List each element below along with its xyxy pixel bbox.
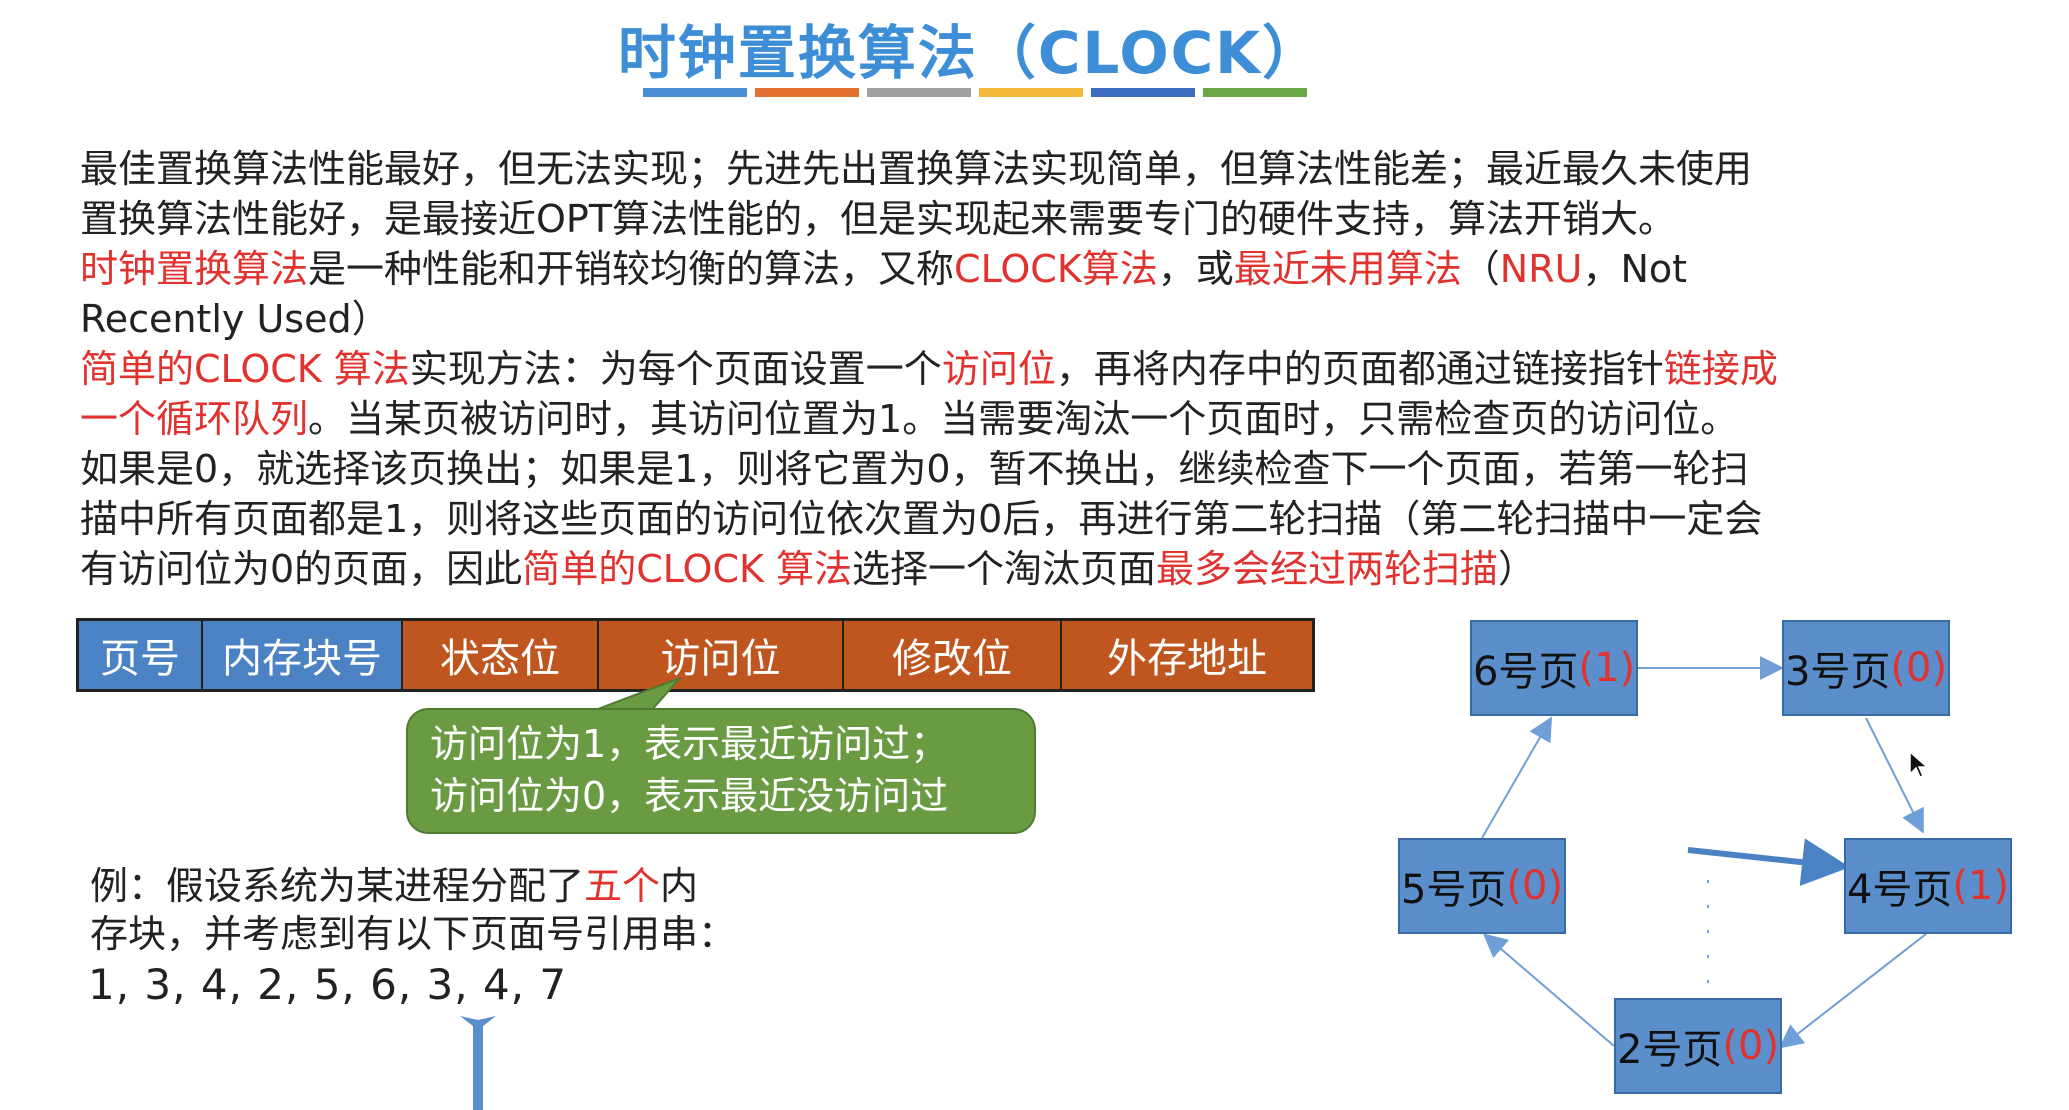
term-circular-queue: 一个循环队列 bbox=[80, 397, 309, 441]
term-clock-algorithm: CLOCK算法 bbox=[954, 247, 1158, 291]
slide-title: 时钟置换算法（CLOCK） bbox=[617, 19, 1323, 87]
underline-segment bbox=[755, 88, 859, 97]
method-text: ） bbox=[1498, 547, 1537, 591]
definition-text: ，或 bbox=[1157, 247, 1234, 291]
example-suffix: 内 bbox=[660, 864, 699, 908]
method-text: 选择一个淘汰页面 bbox=[851, 547, 1156, 591]
example-line-2: 存块，并考虑到有以下页面号引用串： bbox=[90, 912, 737, 956]
page-node-4: 4号页(1) bbox=[1844, 838, 2012, 934]
term-clock-replacement: 时钟置换算法 bbox=[80, 247, 309, 291]
underline-segment bbox=[867, 88, 971, 97]
page-label: 3号页 bbox=[1784, 649, 1891, 695]
access-bit-callout: 访问位为1，表示最近访问过； 访问位为0，表示最近没访问过 bbox=[406, 708, 1036, 834]
mouse-cursor-icon bbox=[1909, 750, 1929, 778]
page-node-2: 2号页(0) bbox=[1614, 998, 1782, 1094]
underline-segment bbox=[1203, 88, 1307, 97]
page-node-6: 6号页(1) bbox=[1470, 620, 1638, 716]
ref-arrow-head bbox=[460, 1016, 496, 1030]
access-bit-value: (0) bbox=[1890, 645, 1948, 691]
intro-line-1: 最佳置换算法性能最好，但无法实现；先进先出置换算法实现简单，但算法性能差；最近最… bbox=[80, 147, 1753, 191]
intro-paragraph: 最佳置换算法性能最好，但无法实现；先进先出置换算法实现简单，但算法性能差；最近最… bbox=[80, 144, 1960, 244]
method-text: 有访问位为0的页面，因此 bbox=[80, 547, 523, 591]
underline-segment bbox=[979, 88, 1083, 97]
field-external-address: 外存地址 bbox=[1062, 621, 1312, 689]
page-label: 4号页 bbox=[1846, 867, 1953, 913]
term-access-bit: 访问位 bbox=[941, 347, 1056, 391]
arrow-5-to-6 bbox=[1481, 716, 1552, 839]
method-text: 如果是0，就选择该页换出；如果是1，则将它置为0，暂不换出，继续检查下一个页面，… bbox=[80, 447, 1749, 491]
intro-line-2: 置换算法性能好，是最接近OPT算法性能的，但是实现起来需要专门的硬件支持，算法开… bbox=[80, 197, 1677, 241]
page-label: 5号页 bbox=[1400, 867, 1507, 913]
field-page-number: 页号 bbox=[79, 621, 203, 689]
access-bit-value: (1) bbox=[1578, 645, 1636, 691]
example-text: 例：假设系统为某进程分配了五个内 存块，并考虑到有以下页面号引用串： bbox=[90, 862, 736, 958]
title-underline bbox=[643, 88, 1307, 97]
term-simple-clock: 简单的CLOCK 算法 bbox=[522, 547, 852, 591]
method-text: 实现方法：为每个页面设置一个 bbox=[409, 347, 942, 391]
callout-line-1: 访问位为1，表示最近访问过； bbox=[430, 722, 949, 766]
callout-line-2: 访问位为0，表示最近没访问过 bbox=[430, 774, 949, 818]
field-memory-block: 内存块号 bbox=[203, 621, 403, 689]
scan-pointer-arrow bbox=[1687, 838, 1850, 887]
field-access-bit: 访问位 bbox=[599, 621, 844, 689]
term-simple-clock: 简单的CLOCK 算法 bbox=[80, 347, 410, 391]
access-bit-value: (1) bbox=[1952, 863, 2010, 909]
term-two-scans: 最多会经过两轮扫描 bbox=[1156, 547, 1499, 591]
page-table-entry: 页号 内存块号 状态位 访问位 修改位 外存地址 bbox=[76, 618, 1315, 692]
underline-segment bbox=[643, 88, 747, 97]
arrow-2-to-5 bbox=[1482, 933, 1615, 1047]
method-text: 。当某页被访问时，其访问位置为1。当需要淘汰一个页面时，只需检查页的访问位。 bbox=[308, 397, 1739, 441]
reference-string: 1, 3, 4, 2, 5, 6, 3, 4, 7 bbox=[88, 960, 568, 1009]
arrow-4-to-2 bbox=[1778, 933, 1927, 1049]
method-text: ，再将内存中的页面都通过链接指针 bbox=[1055, 347, 1664, 391]
page-label: 2号页 bbox=[1616, 1027, 1723, 1073]
access-bit-value: (0) bbox=[1722, 1023, 1780, 1069]
definition-text: ，Not bbox=[1582, 247, 1688, 291]
example-highlight: 五个 bbox=[584, 864, 661, 908]
example-prefix: 例：假设系统为某进程分配了 bbox=[90, 864, 585, 908]
page-node-3: 3号页(0) bbox=[1782, 620, 1950, 716]
page-label: 6号页 bbox=[1472, 649, 1579, 695]
definition-text: Recently Used） bbox=[80, 297, 390, 341]
method-text: 描中所有页面都是1，则将这些页面的访问位依次置为0后，再进行第二轮扫描（第二轮扫… bbox=[80, 497, 1763, 541]
field-status-bit: 状态位 bbox=[403, 621, 599, 689]
clock-method: 简单的CLOCK 算法实现方法：为每个页面设置一个访问位，再将内存中的页面都通过… bbox=[80, 344, 1960, 594]
term-nru: 最近未用算法 bbox=[1233, 247, 1462, 291]
definition-text: （ bbox=[1461, 247, 1500, 291]
access-bit-value: (0) bbox=[1506, 863, 1564, 909]
clock-definition: 时钟置换算法是一种性能和开销较均衡的算法，又称CLOCK算法，或最近未用算法（N… bbox=[80, 244, 1960, 344]
term-nru-abbr: NRU bbox=[1499, 247, 1583, 291]
page-node-5: 5号页(0) bbox=[1398, 838, 1566, 934]
term-link: 链接成 bbox=[1663, 347, 1778, 391]
underline-segment bbox=[1091, 88, 1195, 97]
field-modify-bit: 修改位 bbox=[844, 621, 1062, 689]
definition-text: 是一种性能和开销较均衡的算法，又称 bbox=[308, 247, 955, 291]
